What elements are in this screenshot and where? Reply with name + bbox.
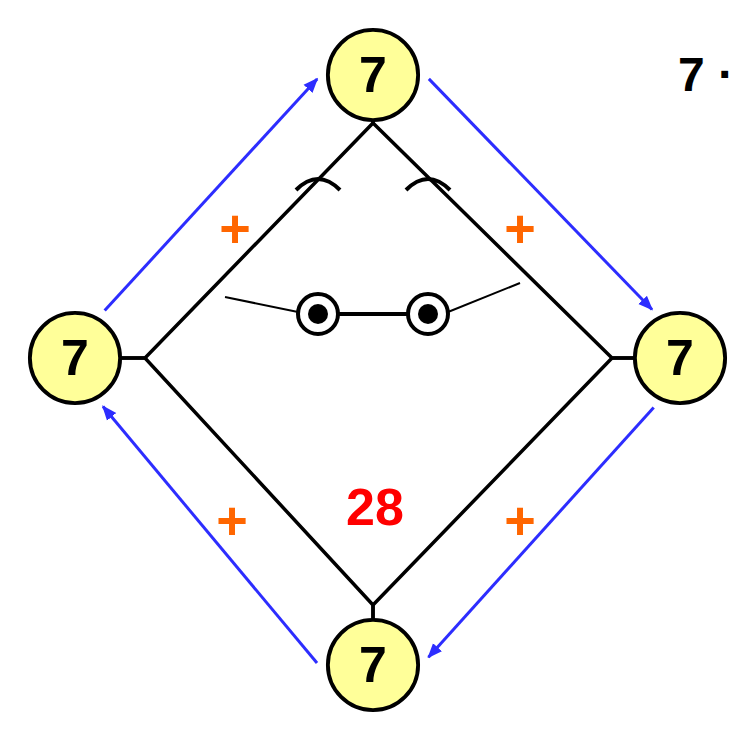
number-circle: 7 xyxy=(325,27,421,123)
glasses-lens xyxy=(408,294,448,334)
circle-number: 7 xyxy=(666,333,694,383)
glasses-bridge xyxy=(338,312,408,316)
eyebrow xyxy=(406,179,450,190)
plus-sign: + xyxy=(219,201,251,255)
flow-arrow xyxy=(103,406,317,663)
glasses-lens xyxy=(298,294,338,334)
plus-sign: + xyxy=(504,493,536,547)
diamond-side xyxy=(373,358,634,619)
circle-number: 7 xyxy=(359,50,387,100)
glasses-temple xyxy=(448,283,520,312)
number-circle: 7 xyxy=(632,310,728,406)
glasses-temple xyxy=(225,297,298,312)
eye-pupil xyxy=(308,304,328,324)
diamond-side xyxy=(373,121,634,358)
eye-pupil xyxy=(418,304,438,324)
eyebrow xyxy=(296,179,340,190)
plus-sign: + xyxy=(504,201,536,255)
circle-number: 7 xyxy=(359,640,387,690)
circle-number: 7 xyxy=(61,333,89,383)
diamond-side xyxy=(121,121,373,358)
number-circle: 7 xyxy=(27,310,123,406)
flow-arrow xyxy=(105,79,317,311)
number-circle: 7 xyxy=(325,617,421,713)
diamond-side xyxy=(121,358,373,619)
flow-arrow xyxy=(429,79,652,310)
equation-text: 7 · xyxy=(678,51,734,99)
flow-arrow xyxy=(428,407,653,657)
plus-sign: + xyxy=(216,493,248,547)
sum-number: 28 xyxy=(346,481,404,533)
